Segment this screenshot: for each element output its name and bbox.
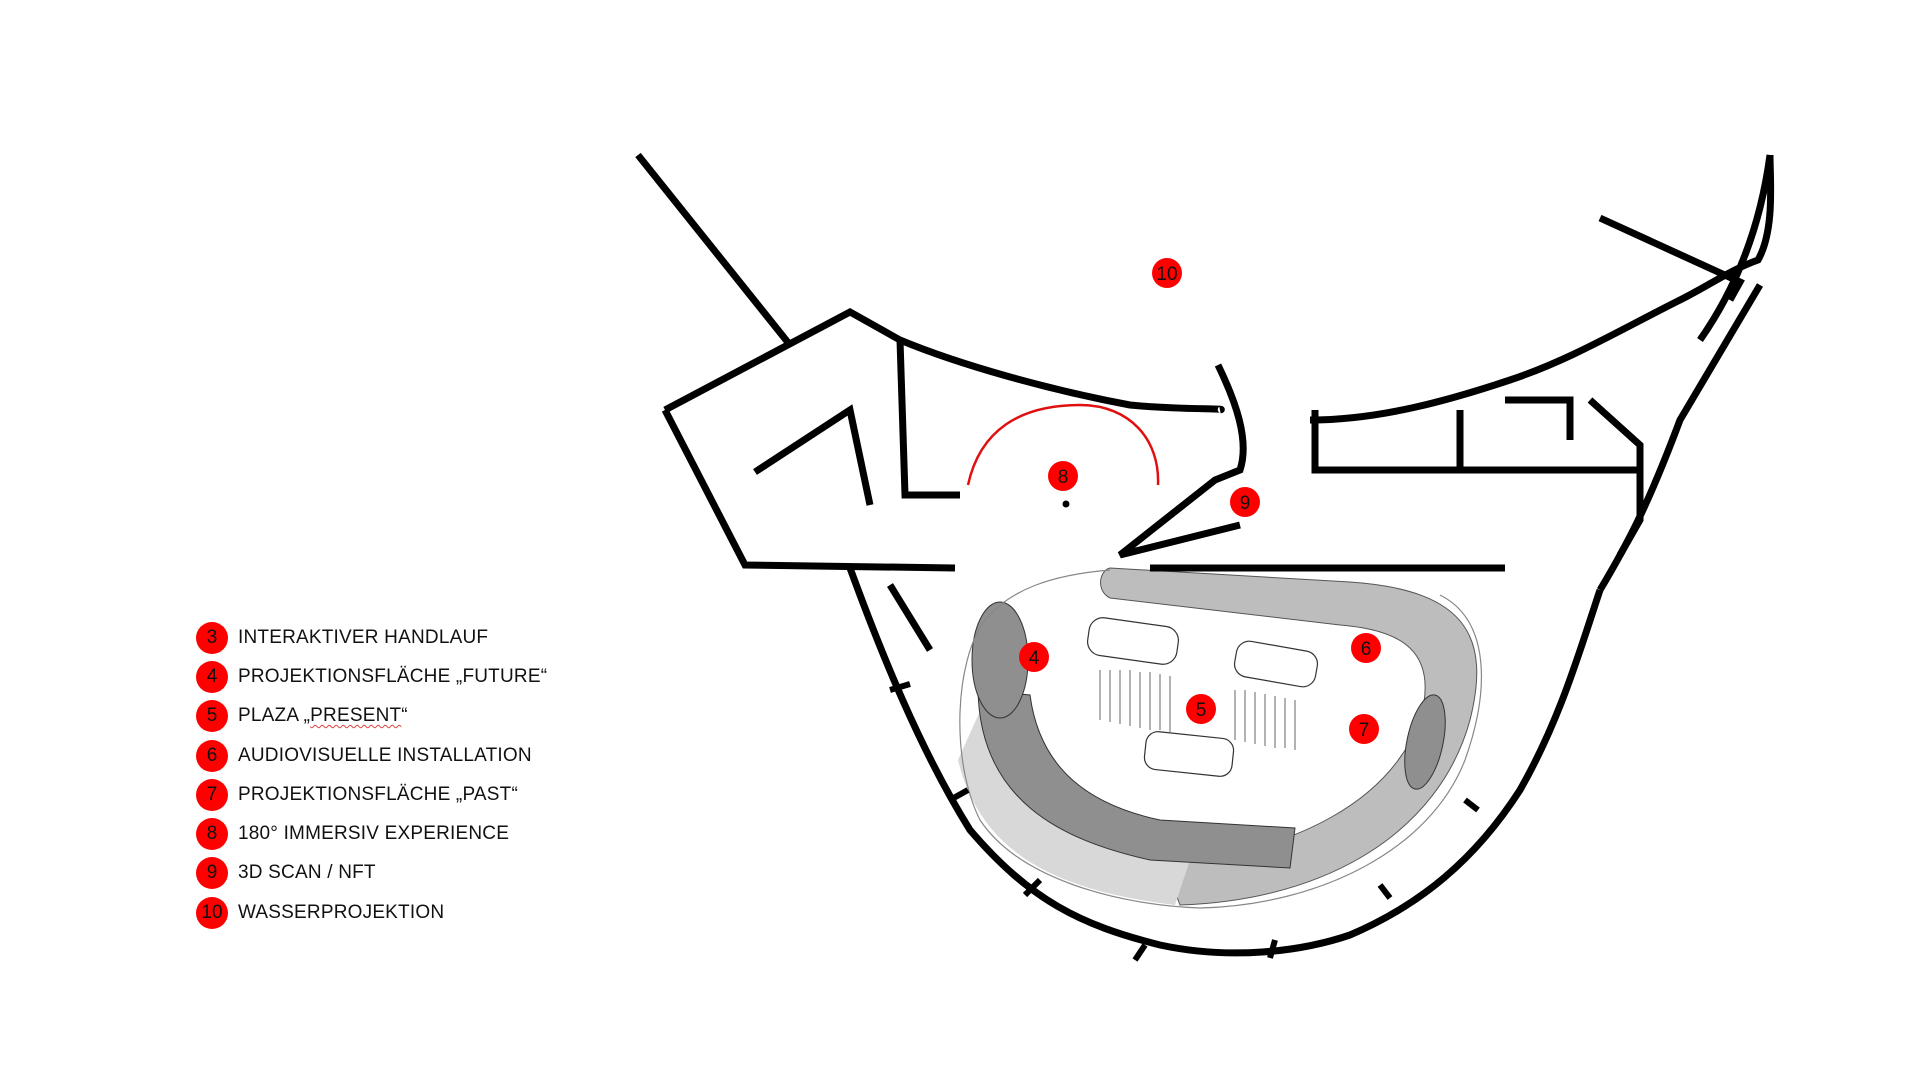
legend-label-present: PRESENT — [310, 705, 402, 727]
legend-item-3: 3 INTERAKTIVER HANDLAUF — [196, 618, 547, 657]
legend-item-8: 8 180° IMMERSIV EXPERIENCE — [196, 814, 547, 853]
svg-text:4: 4 — [1029, 648, 1040, 669]
upper-right-wall — [1598, 214, 1745, 302]
wall-fragment-5 — [753, 404, 874, 506]
marker-10: 10 — [1152, 258, 1182, 288]
svg-text:9: 9 — [1240, 493, 1251, 514]
marker-5: 5 — [1186, 694, 1216, 724]
immersive-arc — [966, 403, 1160, 486]
legend-label: WASSERPROJEKTION — [238, 901, 445, 923]
marker-7: 7 — [1349, 714, 1379, 744]
wall-fragment-7 — [1587, 397, 1644, 557]
walls — [635, 152, 1775, 957]
svg-text:6: 6 — [1361, 639, 1372, 660]
legend-badge: 8 — [196, 818, 228, 851]
legend-item-7: 7 PROJEKTIONSFLÄCHE „PAST“ — [196, 775, 547, 814]
legend-badge: 5 — [196, 700, 228, 733]
wall-fragment-3 — [1505, 396, 1574, 440]
wall-fragment-6 — [896, 339, 960, 499]
wall-fragment-1 — [1311, 410, 1460, 474]
svg-text:8: 8 — [1058, 467, 1069, 488]
marker-9: 9 — [1230, 487, 1260, 517]
legend-item-6: 6 AUDIOVISUELLE INSTALLATION — [196, 736, 547, 775]
marker-4: 4 — [1019, 642, 1049, 672]
outer-wall-north-right — [1309, 154, 1775, 424]
legend-label: INTERAKTIVER HANDLAUF — [238, 626, 489, 648]
outer-wall-north — [663, 308, 1225, 414]
legend-badge: 7 — [196, 778, 228, 811]
outer-wall-right — [1697, 154, 1774, 343]
outer-wall-left — [635, 152, 793, 348]
wall-fragment-8 — [887, 583, 933, 652]
dark-curved-band — [977, 689, 1296, 869]
legend-item-9: 9 3D SCAN / NFT — [196, 854, 547, 893]
legend-item-10: 10 WASSERPROJEKTION — [196, 893, 547, 932]
legend-badge: 6 — [196, 739, 228, 772]
wall-fragment-4 — [1117, 363, 1247, 559]
legend-item-4: 4 PROJEKTIONSFLÄCHE „FUTURE“ — [196, 657, 547, 696]
legend-label: PLAZA „PRESENT“ — [238, 705, 408, 727]
legend: 3 INTERAKTIVER HANDLAUF 4 PROJEKTIONSFLÄ… — [196, 618, 547, 932]
exhibition-outline — [959, 569, 1482, 909]
legend-label: 180° IMMERSIV EXPERIENCE — [238, 823, 510, 845]
legend-label: AUDIOVISUELLE INSTALLATION — [238, 744, 532, 766]
car-1 — [1087, 617, 1179, 665]
exhibition-floor — [958, 567, 1482, 909]
svg-text:5: 5 — [1196, 700, 1207, 721]
legend-badge: 9 — [196, 857, 228, 890]
cars-and-parking — [1087, 617, 1319, 777]
car-3 — [1143, 731, 1235, 777]
wall-left-outer — [846, 566, 1604, 957]
svg-text:10: 10 — [1156, 264, 1177, 285]
perimeter-columns — [889, 681, 1480, 962]
legend-item-5: 5 PLAZA „PRESENT“ — [196, 697, 547, 736]
car-2 — [1233, 640, 1319, 688]
marker-6: 6 — [1351, 633, 1381, 663]
legend-label-suffix: “ — [401, 705, 408, 727]
legend-badge: 10 — [196, 896, 228, 929]
wall-block-left — [661, 408, 956, 572]
legend-badge: 4 — [196, 660, 228, 693]
legend-label: PROJEKTIONSFLÄCHE „FUTURE“ — [238, 665, 548, 687]
marker-8: 8 — [1048, 461, 1078, 508]
legend-label: 3D SCAN / NFT — [238, 862, 376, 884]
location-markers: 10 8 9 4 5 6 7 — [1019, 258, 1381, 744]
wall-fragment-2 — [1456, 410, 1640, 474]
legend-badge: 3 — [196, 621, 228, 654]
legend-label-prefix: PLAZA „ — [238, 705, 311, 727]
svg-text:7: 7 — [1359, 720, 1370, 741]
legend-label: PROJEKTIONSFLÄCHE „PAST“ — [238, 783, 518, 805]
projection-surface-past — [1404, 694, 1446, 790]
